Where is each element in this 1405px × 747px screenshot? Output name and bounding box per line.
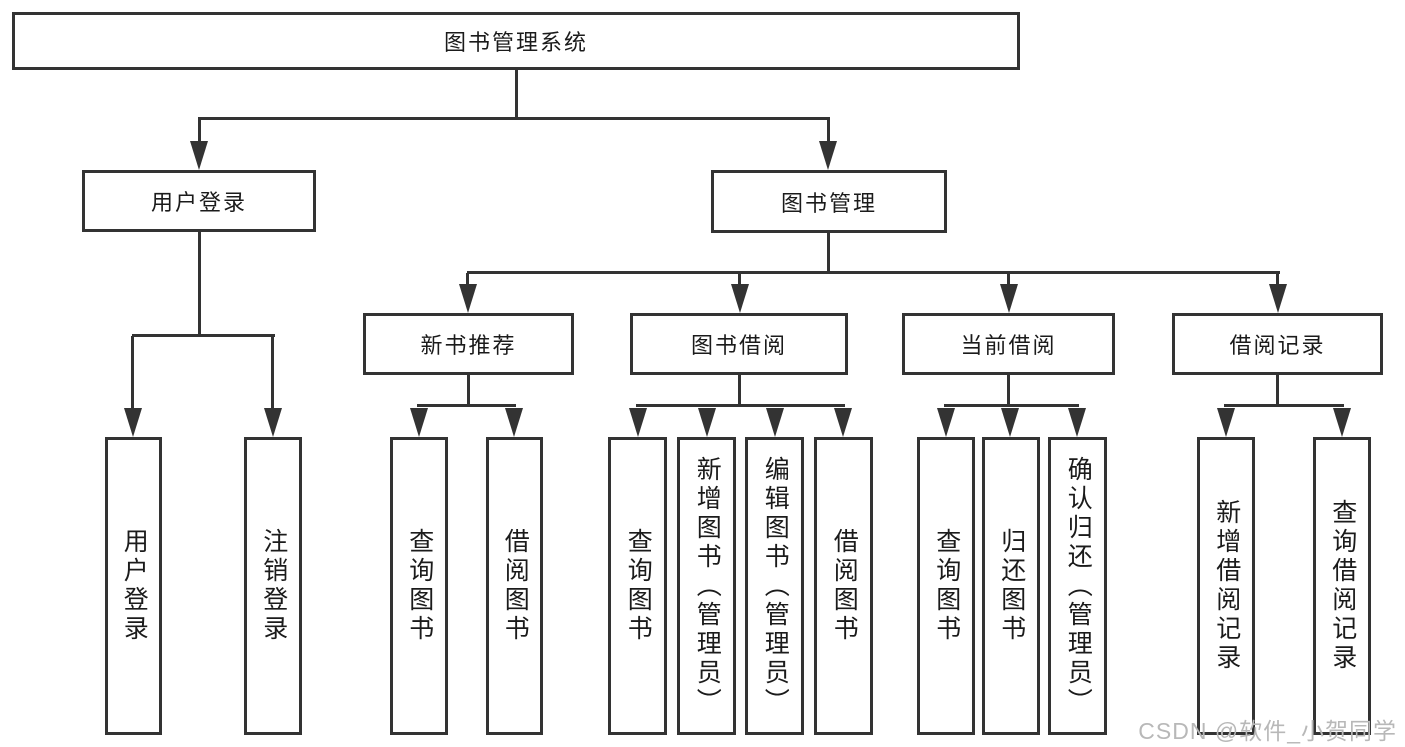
leaf-label: 注销登录	[259, 528, 288, 644]
arrowhead-down-icon	[1333, 408, 1351, 437]
node-current-borrowing: 当前借阅	[902, 313, 1115, 375]
connector-line	[467, 271, 1280, 274]
connector-line	[132, 334, 275, 337]
arrowhead-down-icon	[731, 284, 749, 313]
leaf-edit-book-admin: 编辑图书（管理员）	[745, 437, 804, 735]
arrowhead-down-icon	[190, 141, 208, 170]
leaf-add-borrow-record: 新增借阅记录	[1197, 437, 1255, 735]
connector-line	[1007, 273, 1010, 286]
arrowhead-down-icon	[505, 408, 523, 437]
arrowhead-down-icon	[766, 408, 784, 437]
arrowhead-down-icon	[819, 141, 837, 170]
leaf-label: 查询图书	[624, 528, 653, 644]
leaf-borrow-book: 借阅图书	[814, 437, 873, 735]
connector-line	[636, 404, 845, 407]
leaf-user-login: 用户登录	[105, 437, 162, 735]
connector-line	[1007, 375, 1010, 406]
connector-line	[944, 404, 1079, 407]
node-new-book-recommend: 新书推荐	[363, 313, 574, 375]
leaf-add-book-admin: 新增图书（管理员）	[677, 437, 736, 735]
leaf-query-borrow-record: 查询借阅记录	[1313, 437, 1371, 735]
connector-line	[1276, 273, 1279, 286]
node-root-library-system: 图书管理系统	[12, 12, 1020, 70]
connector-line	[466, 273, 469, 286]
arrowhead-down-icon	[1217, 408, 1235, 437]
connector-line	[467, 375, 470, 406]
leaf-query-book-recommend: 查询图书	[390, 437, 448, 735]
leaf-label: 归还图书	[997, 528, 1026, 644]
connector-line	[198, 117, 830, 120]
arrowhead-down-icon	[937, 408, 955, 437]
leaf-label: 用户登录	[120, 528, 149, 644]
leaf-label: 新增借阅记录	[1212, 499, 1241, 673]
leaf-label: 新增图书（管理员）	[693, 455, 722, 717]
connector-line	[1276, 375, 1279, 406]
leaf-label: 查询图书	[932, 528, 961, 644]
connector-line	[827, 233, 830, 273]
arrowhead-down-icon	[1001, 408, 1019, 437]
connector-line	[738, 273, 741, 286]
node-book-borrowing: 图书借阅	[630, 313, 848, 375]
node-borrow-records: 借阅记录	[1172, 313, 1383, 375]
leaf-label: 查询图书	[405, 528, 434, 644]
arrowhead-down-icon	[1269, 284, 1287, 313]
connector-line	[827, 119, 830, 143]
connector-line	[738, 375, 741, 406]
arrowhead-down-icon	[264, 408, 282, 437]
connector-line	[417, 404, 516, 407]
arrowhead-down-icon	[629, 408, 647, 437]
leaf-borrow-book-recommend: 借阅图书	[486, 437, 543, 735]
leaf-label: 编辑图书（管理员）	[761, 455, 790, 717]
node-user-login: 用户登录	[82, 170, 316, 232]
leaf-label: 借阅图书	[501, 528, 530, 644]
leaf-query-book-borrow: 查询图书	[608, 437, 667, 735]
leaf-logout: 注销登录	[244, 437, 302, 735]
connector-line	[198, 232, 201, 336]
leaf-confirm-return-admin: 确认归还（管理员）	[1048, 437, 1107, 735]
arrowhead-down-icon	[124, 408, 142, 437]
arrowhead-down-icon	[459, 284, 477, 313]
leaf-query-book-current: 查询图书	[917, 437, 975, 735]
csdn-watermark: CSDN @软件_小贺同学	[1138, 718, 1397, 744]
connector-line	[515, 70, 518, 119]
node-book-management: 图书管理	[711, 170, 947, 233]
leaf-label: 借阅图书	[830, 528, 859, 644]
arrowhead-down-icon	[410, 408, 428, 437]
arrowhead-down-icon	[698, 408, 716, 437]
leaf-label: 确认归还（管理员）	[1064, 455, 1093, 717]
connector-line	[131, 336, 134, 408]
connector-line	[1224, 404, 1344, 407]
arrowhead-down-icon	[1068, 408, 1086, 437]
leaf-label: 查询借阅记录	[1328, 499, 1357, 673]
arrowhead-down-icon	[834, 408, 852, 437]
connector-line	[198, 119, 201, 143]
leaf-return-book: 归还图书	[982, 437, 1040, 735]
arrowhead-down-icon	[1000, 284, 1018, 313]
connector-line	[271, 336, 274, 408]
